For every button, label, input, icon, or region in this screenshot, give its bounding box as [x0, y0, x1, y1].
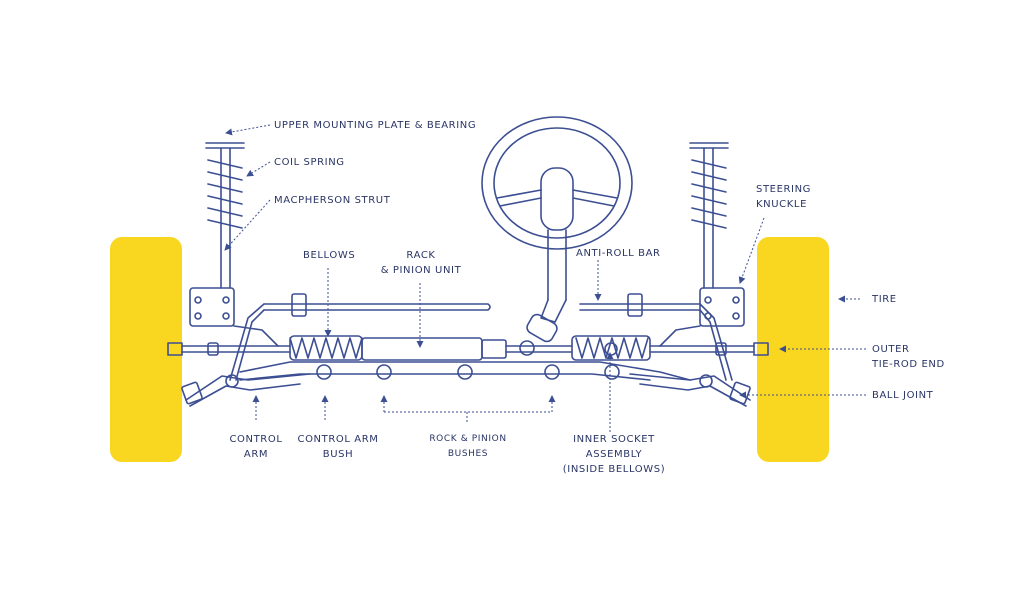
right-control-arm — [629, 373, 751, 407]
label-rack-pinion-unit: RACK & PINION UNIT — [378, 248, 464, 278]
right-knuckle-link — [659, 325, 701, 347]
label-outer-tie-line2: TIE-ROD END — [872, 359, 945, 370]
label-outer-tie-line1: OUTER — [872, 344, 910, 355]
label-anti-roll-bar: ANTI-ROLL BAR — [576, 248, 661, 259]
label-inner-socket-line3: (INSIDE BELLOWS) — [562, 464, 666, 475]
label-upper-mounting-plate: UPPER MOUNTING PLATE & BEARING — [274, 120, 477, 131]
label-bellows: BELLOWS — [303, 250, 356, 261]
label-steering-knuckle-line2: KNUCKLE — [756, 199, 807, 210]
label-inner-socket-line1: INNER SOCKET — [573, 434, 655, 445]
label-steering-knuckle: STEERING KNUCKLE — [756, 182, 811, 212]
subframe — [239, 361, 691, 381]
steering-wheel — [481, 116, 633, 356]
label-steering-knuckle-line1: STEERING — [756, 184, 812, 195]
label-control-arm-bush: CONTROL ARM BUSH — [290, 432, 386, 462]
label-rack-line2: & PINION UNIT — [380, 265, 462, 276]
label-control-bush-line1: CONTROL ARM — [297, 434, 379, 445]
right-macpherson-strut — [689, 142, 745, 327]
label-ball-joint: BALL JOINT — [872, 390, 934, 401]
label-control-arm-line1: CONTROL — [229, 434, 283, 445]
label-coil-spring: COIL SPRING — [274, 157, 345, 168]
left-macpherson-strut — [189, 142, 245, 327]
leader-lines — [224, 124, 866, 432]
rack-and-pinion-unit — [167, 335, 769, 361]
label-macpherson-strut: MACPHERSON STRUT — [274, 195, 391, 206]
left-knuckle-link — [233, 325, 279, 347]
left-control-arm — [181, 373, 311, 407]
label-rack-bushes-line2: BUSHES — [447, 449, 489, 459]
label-inner-socket-line2: ASSEMBLY — [585, 449, 643, 460]
label-rack-bushes-line1: ROCK & PINION — [429, 434, 507, 444]
label-control-arm: CONTROL ARM — [218, 432, 294, 462]
left-tire — [110, 237, 182, 462]
anti-roll-bar — [229, 293, 733, 381]
label-outer-tie-rod-end: OUTER TIE-ROD END — [872, 342, 945, 372]
label-control-bush-line2: BUSH — [322, 449, 354, 460]
label-tire: TIRE — [872, 294, 897, 305]
bushes-bracket — [384, 411, 552, 424]
label-rack-line1: RACK — [406, 250, 436, 261]
label-inner-socket-assembly: INNER SOCKET ASSEMBLY (INSIDE BELLOWS) — [554, 432, 674, 477]
label-rack-pinion-bushes: ROCK & PINION BUSHES — [420, 432, 516, 462]
label-control-arm-line2: ARM — [243, 449, 269, 460]
